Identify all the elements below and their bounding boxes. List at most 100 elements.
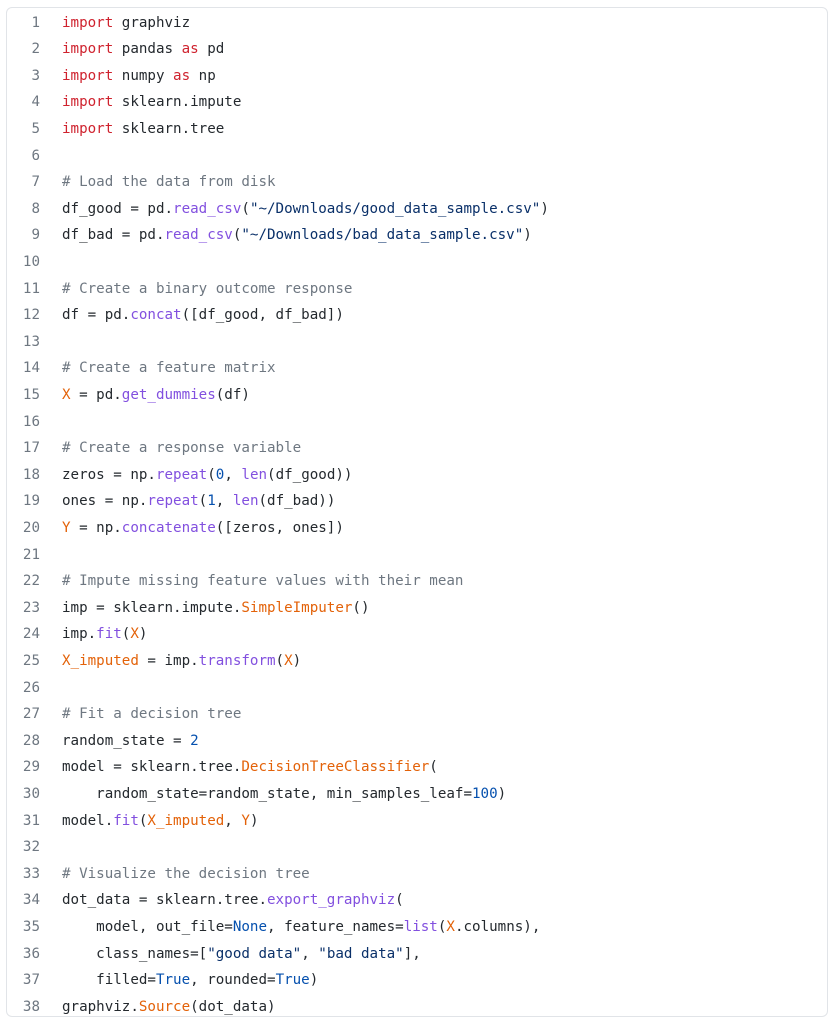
code-text: # Fit a decision tree (62, 701, 241, 728)
code-token: dot_data = sklearn.tree. (62, 892, 267, 909)
code-token: pandas (113, 41, 182, 58)
line-number: 31 (22, 812, 40, 829)
code-token: ( (232, 227, 242, 244)
line-number: 14 (22, 360, 40, 377)
code-token: zeros = np. (62, 466, 156, 483)
code-token: # Fit a decision tree (62, 706, 242, 723)
line-number: 29 (22, 759, 40, 776)
code-line-27: 27 # Fit a decision tree (7, 701, 827, 728)
code-token: len (232, 493, 259, 510)
code-token: DecisionTreeClassifier (241, 759, 430, 776)
code-token: graphviz. (62, 998, 139, 1015)
line-number: 4 (31, 94, 40, 111)
code-text: import pandas as pd (62, 36, 224, 63)
code-line-4: 4 import sklearn.impute (7, 89, 827, 116)
code-token: class_names=[ (62, 945, 208, 962)
code-text: imp.fit(X) (62, 621, 147, 648)
code-line-21: 21 (7, 542, 827, 569)
code-token: model, out_file= (62, 918, 233, 935)
code-text: # Create a feature matrix (62, 355, 276, 382)
code-token: df_bad = pd. (62, 227, 165, 244)
line-number: 22 (22, 573, 40, 590)
code-line-11: 11# Create a binary outcome response (7, 276, 827, 303)
line-number: 35 (22, 918, 40, 935)
code-token: model. (62, 812, 114, 829)
code-token: "bad data" (318, 945, 404, 962)
code-token: as (181, 41, 199, 58)
code-token: ( (198, 493, 208, 510)
code-token: export_graphviz (267, 892, 396, 909)
code-line-33: 33 # Visualize the decision tree (7, 861, 827, 888)
code-token: = pd. (70, 386, 122, 403)
code-text: import sklearn.impute (62, 89, 241, 116)
code-text: filled=True, rounded=True) (62, 967, 318, 994)
line-number: 27 (22, 706, 40, 723)
code-token: read_csv (173, 200, 242, 217)
code-token: concat (130, 307, 182, 324)
code-text: df = pd.concat([df_good, df_bad]) (62, 302, 344, 329)
code-text: # Load the data from disk (62, 169, 276, 196)
code-token: 100 (472, 785, 498, 802)
line-number: 28 (22, 732, 40, 749)
code-token: Y (62, 519, 71, 536)
code-line-17: 17# Create a response variable (7, 435, 827, 462)
code-token: , feature_names= (267, 918, 404, 935)
code-line-10: 10 (7, 249, 827, 276)
code-token: ( (121, 626, 131, 643)
code-token: Source (138, 998, 191, 1015)
code-token: (df) (215, 386, 250, 403)
line-number: 1 (31, 14, 40, 31)
code-text: import sklearn.tree (62, 116, 224, 143)
code-token: ) (138, 626, 148, 643)
code-text: import graphviz (62, 10, 190, 37)
code-token: , (224, 812, 242, 829)
code-line-12: 12 df = pd.concat([df_good, df_bad]) (7, 302, 827, 329)
code-token: numpy (113, 67, 174, 84)
line-number: 5 (31, 120, 40, 137)
code-text: class_names=["good data", "bad data"], (62, 941, 421, 968)
code-line-5: 5 import sklearn.tree (7, 116, 827, 143)
line-number: 33 (22, 865, 40, 882)
code-token: Y (241, 812, 250, 829)
code-token: 2 (190, 732, 199, 749)
code-token: random_state=random_state, min_samples_l… (62, 785, 472, 802)
code-token: df_good = pd. (62, 200, 174, 217)
code-token: ) (540, 200, 549, 217)
code-line-37: 37 filled=True, rounded=True) (7, 967, 827, 994)
code-token: sklearn.impute (113, 94, 242, 111)
line-number: 21 (22, 546, 40, 563)
code-line-6: 6 (7, 143, 827, 170)
code-token: ) (309, 972, 319, 989)
code-token: , (224, 466, 242, 483)
line-number: 30 (22, 785, 40, 802)
code-token: , (301, 945, 319, 962)
code-line-1: 1 import graphviz (7, 10, 827, 37)
line-number: 7 (31, 174, 40, 191)
code-text: zeros = np.repeat(0, len(df_good)) (62, 462, 352, 489)
code-token: concatenate (121, 519, 216, 536)
code-token: (dot_data) (190, 998, 276, 1015)
line-number: 12 (22, 307, 40, 324)
code-token: "good data" (207, 945, 302, 962)
code-token: import (62, 41, 114, 58)
code-token: # Create a response variable (62, 440, 302, 457)
code-token: ) (292, 652, 302, 669)
line-number: 9 (31, 227, 40, 244)
code-text: ones = np.repeat(1, len(df_bad)) (62, 488, 335, 515)
line-number: 36 (22, 945, 40, 962)
code-text: # Visualize the decision tree (62, 861, 310, 888)
code-token: 1 (207, 493, 216, 510)
code-text: Y = np.concatenate([zeros, ones]) (62, 515, 344, 542)
code-token: X_imputed (147, 812, 225, 829)
code-text: random_state=random_state, min_samples_l… (62, 781, 506, 808)
code-token: "~/Downloads/good_data_sample.csv" (249, 200, 541, 217)
code-token: df = pd. (62, 307, 131, 324)
code-token: filled= (62, 972, 156, 989)
line-number: 11 (22, 280, 40, 297)
